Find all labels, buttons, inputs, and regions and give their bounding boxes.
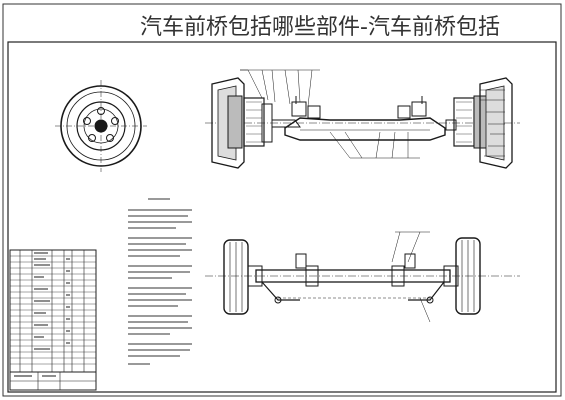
drawing-border [7,41,557,393]
page-title: 汽车前桥包括哪些部件-汽车前桥包括 [140,9,500,41]
front-axle-section-view [205,69,520,169]
parts-list-table [9,249,97,373]
wheel-hub-side-view [55,80,147,172]
title-block [9,371,97,391]
front-axle-top-view [205,231,520,323]
outer-frame [2,3,562,397]
technical-notes-block [128,198,192,365]
parts-list-entries [34,252,70,350]
parts-list-rows [10,255,96,365]
